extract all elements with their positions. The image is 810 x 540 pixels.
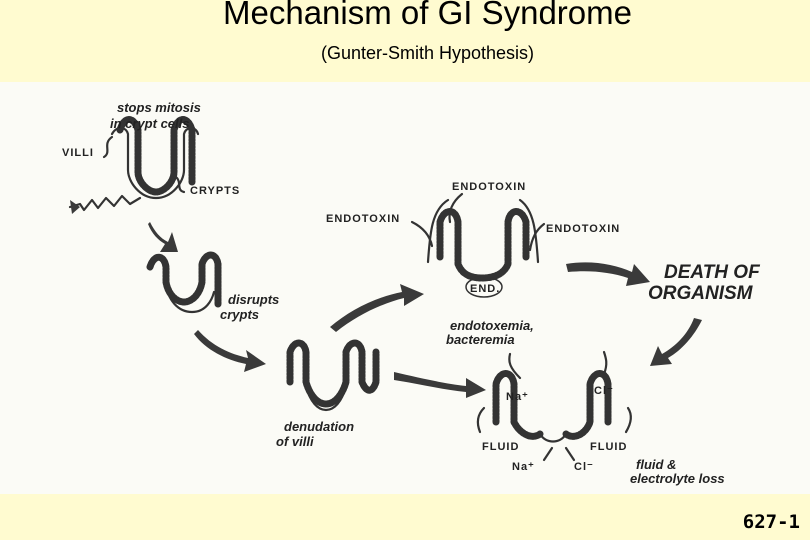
arrow-to-endotoxin-icon bbox=[330, 284, 424, 332]
arrow-to-disrupted-crypts-icon bbox=[148, 222, 178, 252]
denudation-label-line2: of villi bbox=[276, 434, 314, 449]
death-label-line2: ORGANISM bbox=[648, 283, 754, 304]
slide-title: Mechanism of GI Syndrome bbox=[223, 0, 632, 31]
radiation-arrowhead-icon bbox=[70, 200, 80, 214]
end-label: END. bbox=[470, 283, 500, 295]
disrupts-label-line1: disrupts bbox=[228, 292, 279, 307]
endotoxin-left-label: ENDOTOXIN bbox=[326, 213, 400, 225]
diagram-svg: stops mitosis in crypt cells VILLI CRYPT… bbox=[62, 100, 761, 486]
fluid-loss-label-line2: electrolyte loss bbox=[630, 471, 725, 486]
endotoxin-entry-arrow-left bbox=[410, 220, 434, 248]
na-exit-arrow bbox=[508, 352, 522, 380]
endotoxin-entry-arrow-top bbox=[448, 192, 464, 224]
fluid-right-label: FLUID bbox=[590, 441, 627, 453]
slide-header: Mechanism of GI Syndrome (Gunter-Smith H… bbox=[0, 0, 810, 82]
arrow-fluid-loss-to-death-icon bbox=[650, 318, 702, 366]
arrow-endotoxin-to-death-icon bbox=[566, 262, 650, 286]
slide-subtitle: (Gunter-Smith Hypothesis) bbox=[320, 43, 535, 63]
fluid-left-label: FLUID bbox=[482, 441, 519, 453]
disrupted-crypts-drawing bbox=[146, 251, 222, 314]
endotoxemia-label-line1: endotoxemia, bbox=[450, 318, 534, 333]
cl-bottom-label: Cl⁻ bbox=[574, 461, 594, 473]
slide-footer: 627-1 bbox=[0, 494, 810, 540]
ion-entry-arrows bbox=[542, 446, 576, 462]
disrupts-label-line2: crypts bbox=[220, 307, 259, 322]
radiation-squiggle bbox=[68, 194, 142, 212]
arrow-to-fluid-loss-icon bbox=[394, 372, 486, 398]
crypts-bracket bbox=[174, 175, 186, 194]
diagram-figure: stops mitosis in crypt cells VILLI CRYPT… bbox=[0, 82, 810, 494]
fluid-left-arrow bbox=[476, 406, 486, 434]
endotoxemia-label-line2: bacteremia bbox=[446, 332, 515, 347]
cl-top-label: Cl⁻ bbox=[594, 385, 614, 397]
endotoxin-villi-drawing bbox=[426, 198, 540, 282]
fluid-loss-villi-drawing bbox=[492, 370, 612, 443]
death-label-line1: DEATH OF bbox=[664, 262, 761, 283]
na-bottom-label: Na⁺ bbox=[512, 461, 535, 473]
fluid-loss-label-line1: fluid & bbox=[636, 457, 676, 472]
stops-mitosis-label-line2: in crypt cells bbox=[110, 116, 189, 131]
cl-exit-arrow bbox=[602, 350, 608, 376]
figure-number: 627-1 bbox=[742, 511, 800, 533]
end-bubble bbox=[465, 276, 503, 298]
endotoxin-entry-arrow-right bbox=[528, 222, 546, 252]
endotoxin-right-label: ENDOTOXIN bbox=[546, 223, 620, 235]
crypts-label: CRYPTS bbox=[190, 185, 240, 197]
stops-mitosis-label-line1: stops mitosis bbox=[117, 100, 201, 115]
endotoxin-top-label: ENDOTOXIN bbox=[452, 181, 526, 193]
villi-label: VILLI bbox=[62, 147, 94, 159]
normal-villi-drawing bbox=[110, 116, 200, 200]
villi-bracket bbox=[102, 135, 114, 159]
denuded-villi-drawing bbox=[286, 339, 380, 412]
denudation-label-line1: denudation bbox=[284, 419, 354, 434]
arrow-to-denudation-icon bbox=[194, 330, 266, 372]
na-top-label: Na⁺ bbox=[506, 391, 529, 403]
fluid-right-arrow bbox=[624, 406, 632, 434]
